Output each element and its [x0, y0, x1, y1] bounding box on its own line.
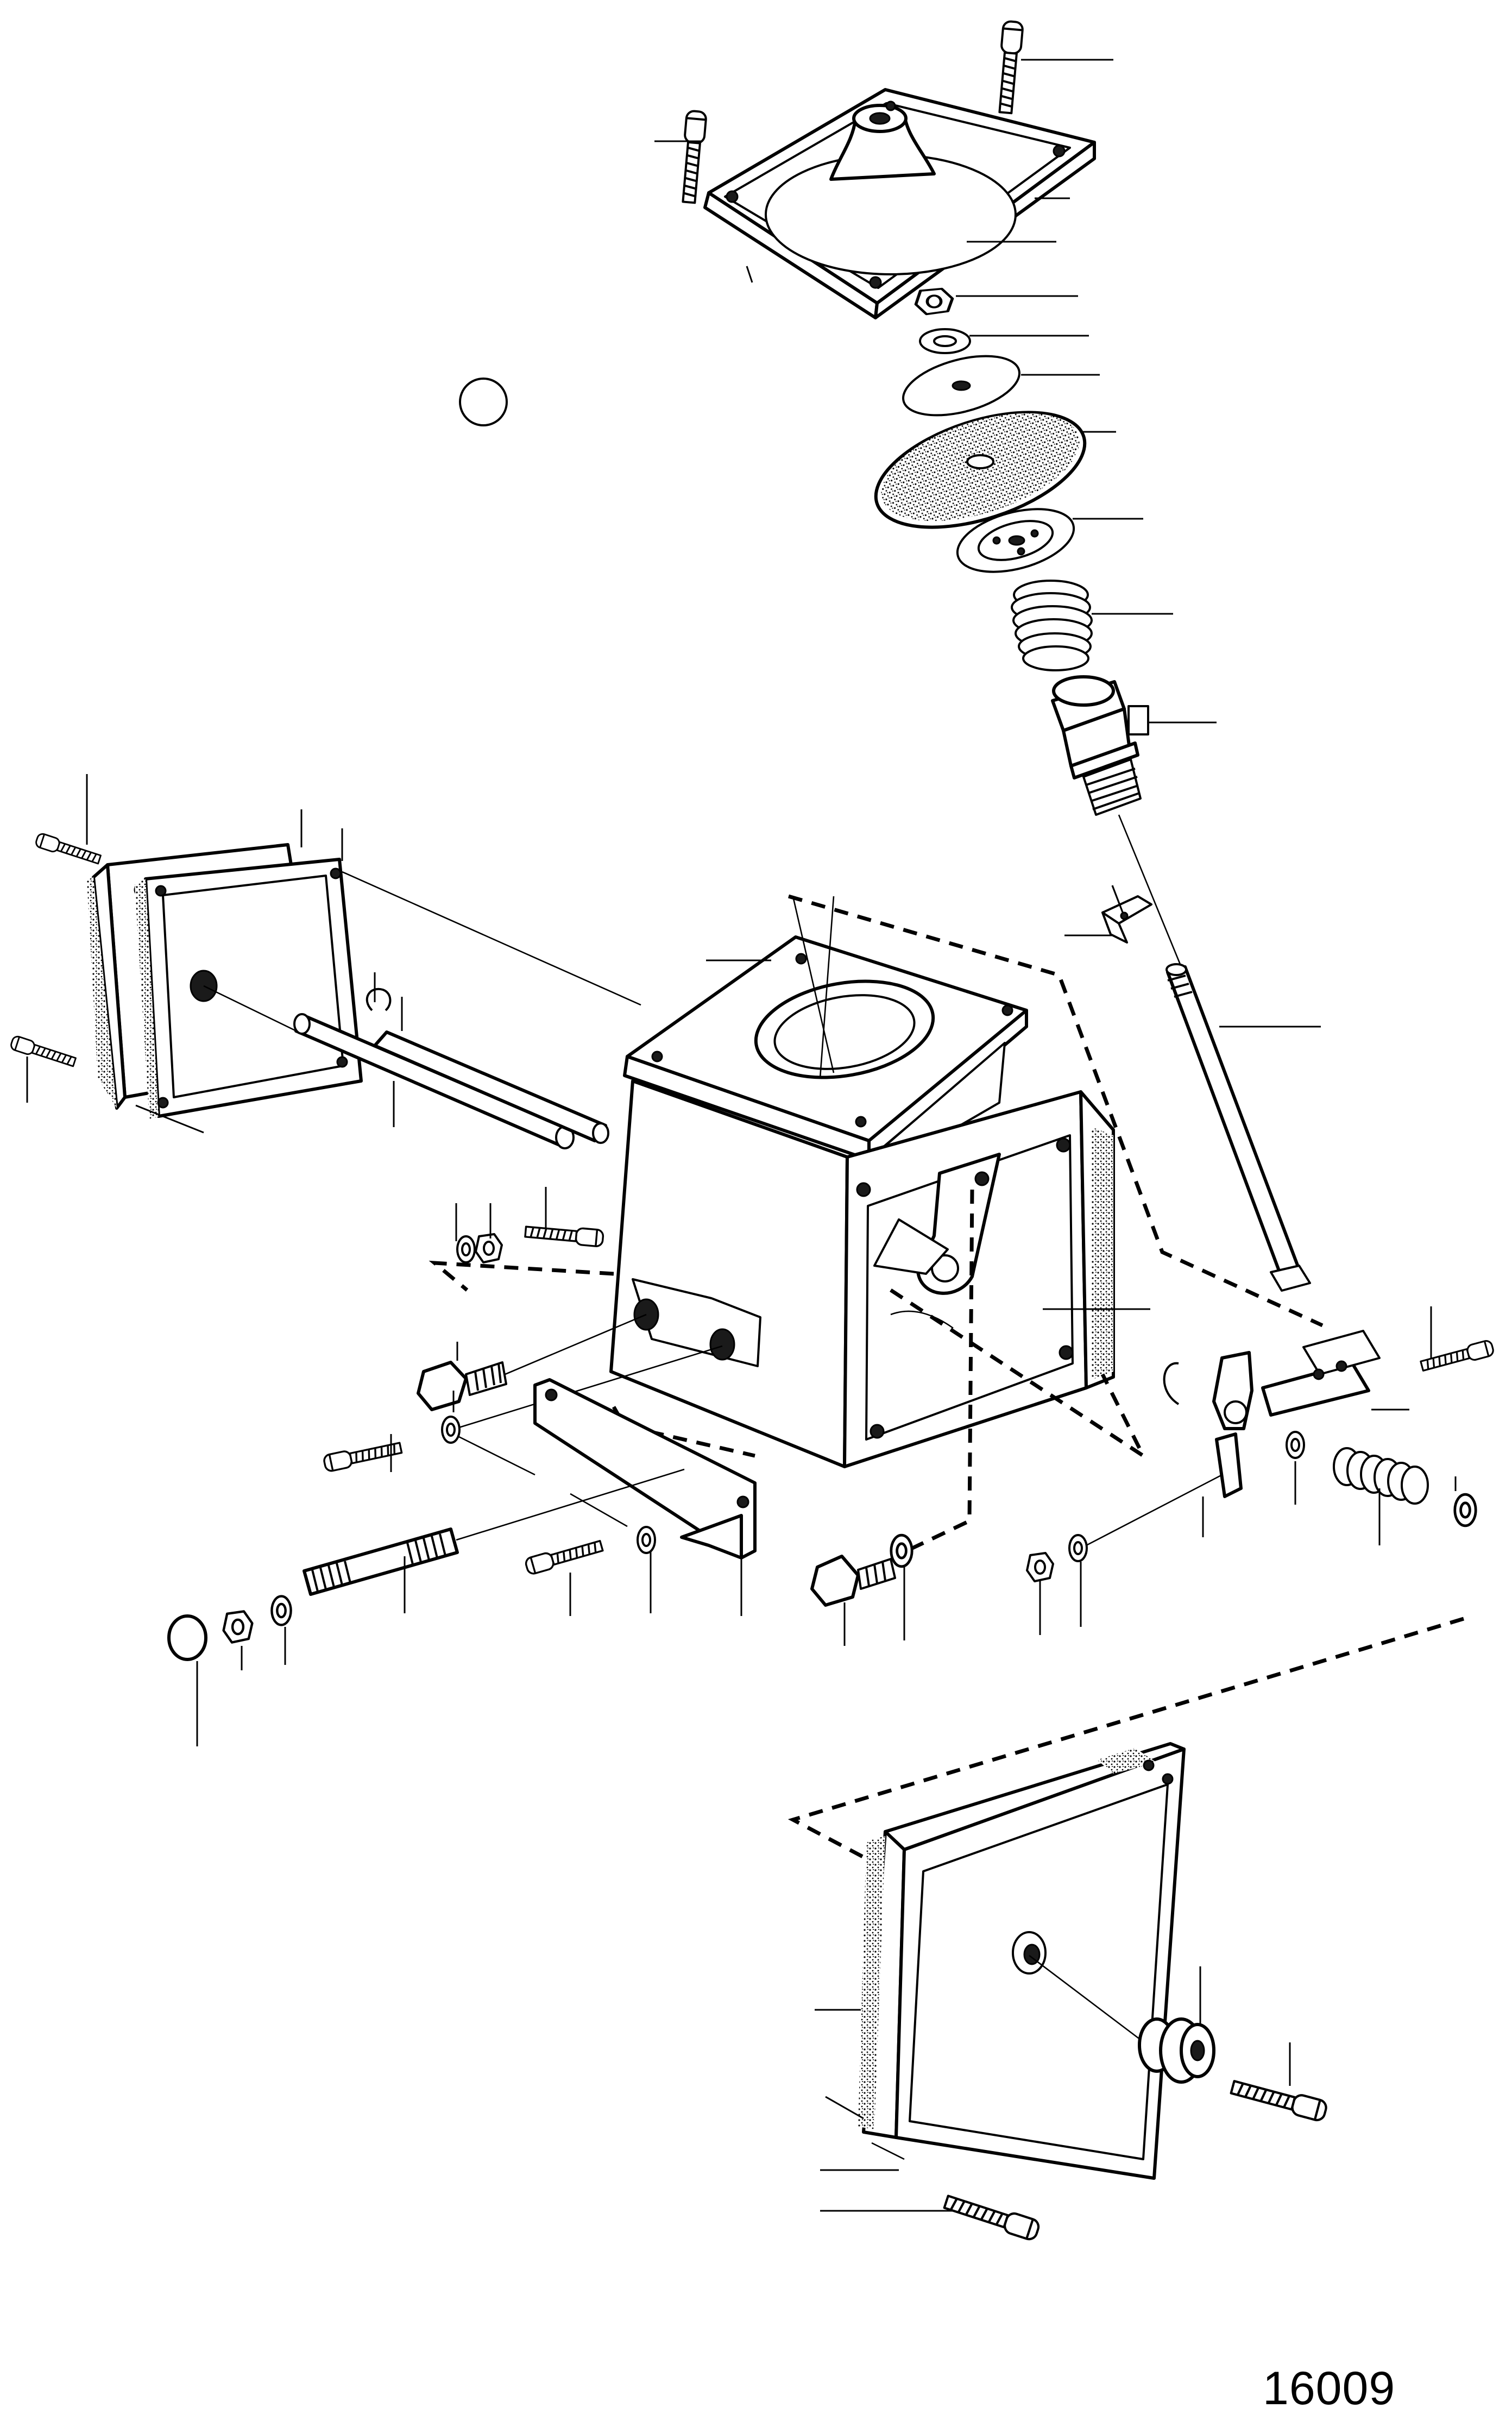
- bottom-cover-assembly: [815, 1742, 1328, 2241]
- dashed-guide: [788, 1617, 1465, 1871]
- stud-bolt: [303, 1527, 459, 1596]
- center-line: [1118, 814, 1182, 967]
- washer: [1286, 1431, 1305, 1459]
- center-line: [458, 1436, 536, 1476]
- dashed-guide: [429, 1260, 614, 1292]
- washer: [1455, 1494, 1476, 1526]
- center-line: [570, 1493, 628, 1527]
- diaphragm: [874, 411, 1087, 529]
- leader-line: [746, 266, 753, 283]
- return-spring: [1333, 1447, 1429, 1505]
- center-line: [203, 985, 305, 1036]
- center-line: [792, 896, 835, 1073]
- screw: [524, 1222, 605, 1248]
- bellows-sleeve: [1051, 675, 1149, 816]
- diaphragm-plate: [956, 508, 1075, 573]
- cover-screw: [943, 2192, 1040, 2241]
- left-cover-assembly: [9, 774, 641, 1149]
- center-line: [871, 2142, 905, 2160]
- washer: [441, 1416, 461, 1444]
- dashed-guide: [890, 1288, 1148, 1462]
- rubber-grommet: [1138, 2017, 1215, 2084]
- left-fasteners: [167, 1187, 757, 1746]
- nut: [916, 289, 952, 315]
- retaining-clip: [1101, 885, 1152, 944]
- shaft: [293, 1013, 609, 1149]
- leader-line: [135, 1104, 204, 1134]
- top-screw-right: [994, 20, 1024, 115]
- nut: [475, 1233, 503, 1263]
- hex-bolt: [417, 1361, 507, 1411]
- top-screw-left: [678, 109, 708, 204]
- figure-number: 16009: [1263, 2362, 1396, 2415]
- spring: [1011, 580, 1093, 671]
- lever-bracket: [1212, 1330, 1381, 1498]
- lock-washer: [919, 328, 971, 354]
- small-washer: [902, 355, 1020, 417]
- bracket-plate: [533, 1378, 757, 1560]
- control-rod: [1166, 963, 1311, 1292]
- hex-bolt: [810, 1555, 896, 1607]
- center-line: [1086, 1471, 1228, 1546]
- washer: [637, 1526, 656, 1554]
- side-gasket: [135, 858, 363, 1120]
- top-cover: [703, 88, 1096, 319]
- reference-circle: [459, 378, 508, 426]
- center-line: [505, 1313, 647, 1375]
- washer: [891, 1535, 912, 1567]
- side-cover-screw-upper: [34, 832, 103, 867]
- leader-line: [825, 2096, 864, 2120]
- bottom-cover: [858, 1742, 1186, 2180]
- cap-nut: [167, 1614, 207, 1661]
- washer: [1068, 1534, 1088, 1562]
- washer: [456, 1235, 476, 1263]
- nut: [1026, 1552, 1054, 1582]
- top-cover-assembly: [654, 20, 1321, 1292]
- grommet-screw: [1230, 2077, 1328, 2122]
- circlip-right: [1163, 1362, 1180, 1405]
- center-line: [342, 871, 641, 1006]
- side-cover-screw-lower: [9, 1034, 78, 1070]
- nut: [224, 1611, 253, 1642]
- screw: [524, 1537, 605, 1576]
- washer: [272, 1596, 291, 1625]
- housing: [609, 935, 1115, 1468]
- right-linkage: [810, 1306, 1496, 1646]
- center-line: [456, 1468, 685, 1541]
- center-line: [458, 1345, 723, 1429]
- center-line: [819, 896, 835, 1079]
- circlip-left: [366, 988, 392, 1011]
- center-line: [1029, 1954, 1141, 2041]
